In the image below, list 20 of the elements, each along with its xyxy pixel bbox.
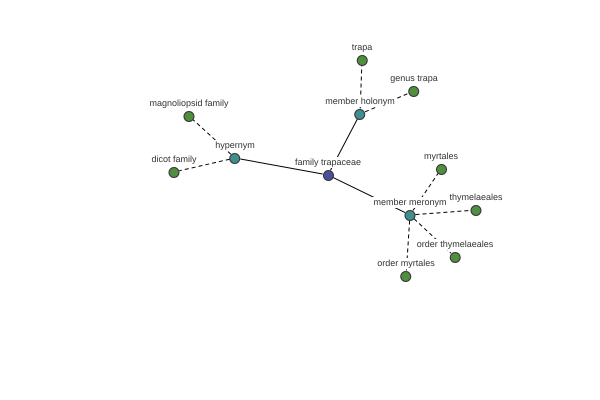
node-label: order myrtales (376, 258, 436, 268)
node-label: trapa (350, 42, 374, 52)
node-label: magnoliopsid family (148, 98, 230, 108)
dashed-line (178, 158, 230, 172)
dashed-line (360, 65, 362, 109)
node-label: hypernym (214, 140, 256, 150)
dashed-line (406, 220, 410, 271)
dashed-line (192, 119, 232, 155)
node-label: dicot family (150, 154, 198, 164)
dashed-line (414, 210, 472, 216)
dashed-line (414, 218, 452, 254)
line (240, 158, 324, 174)
node-label: myrtales (423, 150, 459, 162)
node-label: genus trapa (389, 72, 439, 84)
node-label: thymelaeales (448, 192, 504, 202)
node-label: family trapaceae (294, 156, 362, 168)
node-label: order thymelaeales (416, 238, 494, 250)
dashed-line (412, 173, 438, 211)
node-label: member meronym (372, 196, 448, 208)
node-label: member holonym (324, 96, 396, 106)
